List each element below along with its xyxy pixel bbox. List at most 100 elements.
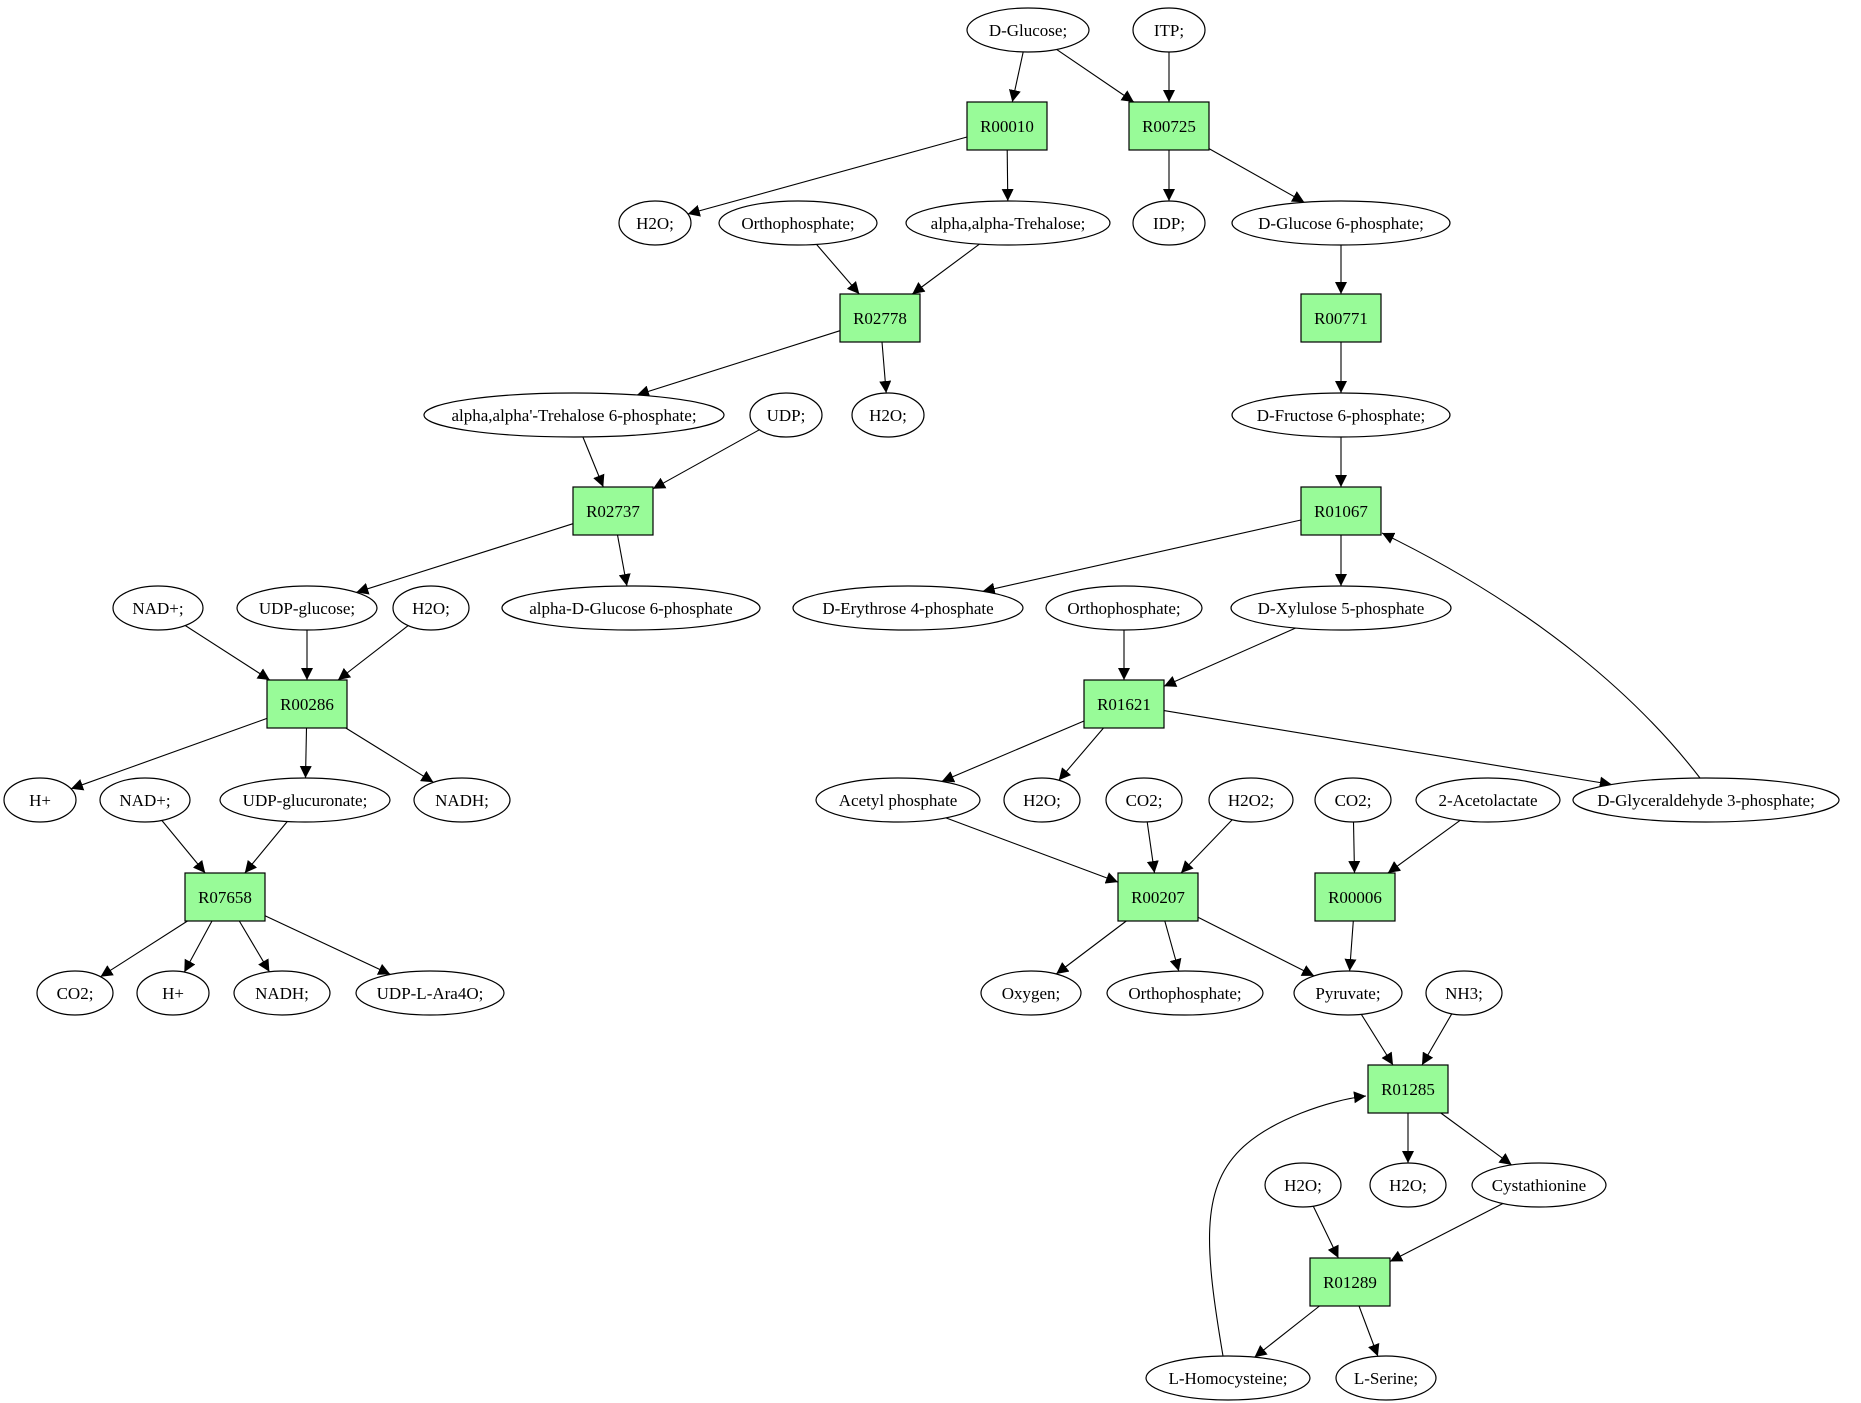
reaction-node-r_R00006[interactable]: R00006 bbox=[1314, 872, 1396, 922]
compound-ellipse bbox=[905, 200, 1111, 246]
compound-node-c_t6p[interactable]: alpha,alpha'-Trehalose 6-phosphate; bbox=[423, 392, 725, 438]
compound-node-c_udpglucuronate[interactable]: UDP-glucuronate; bbox=[219, 777, 391, 823]
compound-ellipse bbox=[618, 200, 692, 246]
edge-r_R07658-to-c_co2_c bbox=[100, 920, 188, 978]
compound-node-c_cystathionine[interactable]: Cystathionine bbox=[1471, 1162, 1607, 1208]
compound-node-c_co2_a[interactable]: CO2; bbox=[1105, 777, 1183, 823]
edge-r_R00010-to-c_trehalose bbox=[1001, 149, 1014, 202]
compound-ellipse bbox=[355, 970, 505, 1016]
edge-c_t6p-to-r_R02737 bbox=[582, 436, 605, 488]
compound-node-c_nadp_b[interactable]: NAD+; bbox=[99, 777, 191, 823]
compound-node-c_co2_b[interactable]: CO2; bbox=[1314, 777, 1392, 823]
compound-node-c_h2o_a[interactable]: H2O; bbox=[618, 200, 692, 246]
compound-node-c_acetylp[interactable]: Acetyl phosphate bbox=[815, 777, 981, 823]
compound-node-c_idp[interactable]: IDP; bbox=[1132, 200, 1206, 246]
reaction-node-r_R00725[interactable]: R00725 bbox=[1128, 101, 1210, 151]
reaction-node-r_R00010[interactable]: R00010 bbox=[966, 101, 1048, 151]
compound-node-c_hplus_b[interactable]: H+ bbox=[136, 970, 210, 1016]
compound-node-c_dglucose[interactable]: D-Glucose; bbox=[966, 7, 1090, 53]
reaction-node-r_R02737[interactable]: R02737 bbox=[572, 486, 654, 536]
edge-r_R00286-to-c_nadh_a bbox=[345, 727, 434, 783]
edge-c_nh3-to-r_R01285 bbox=[1421, 1013, 1453, 1066]
reaction-node-r_R01285[interactable]: R01285 bbox=[1367, 1064, 1449, 1114]
edge-r_R01285-to-c_cystathionine bbox=[1440, 1112, 1512, 1166]
compound-ellipse bbox=[413, 777, 511, 823]
reaction-node-r_R00771[interactable]: R00771 bbox=[1300, 293, 1382, 343]
edge-r_R01067-to-c_e4p bbox=[982, 519, 1302, 595]
compound-node-c_h2o_f[interactable]: H2O; bbox=[1369, 1162, 1447, 1208]
compound-node-c_udpglucose[interactable]: UDP-glucose; bbox=[236, 585, 378, 631]
edge-r_R01621-to-c_acetylp bbox=[941, 720, 1085, 783]
compound-node-c_udpara4o[interactable]: UDP-L-Ara4O; bbox=[355, 970, 505, 1016]
compound-ellipse bbox=[1231, 392, 1451, 438]
compound-node-c_acetolactate[interactable]: 2-Acetolactate bbox=[1415, 777, 1561, 823]
compound-node-c_hplus_a[interactable]: H+ bbox=[3, 777, 77, 823]
node-label: R01285 bbox=[1381, 1080, 1435, 1099]
compound-ellipse bbox=[99, 777, 191, 823]
compound-node-c_h2o_d[interactable]: H2O; bbox=[1003, 777, 1081, 823]
edge-c_gap-to-r_R01067 bbox=[1381, 532, 1701, 779]
compound-node-c_oxygen[interactable]: Oxygen; bbox=[980, 970, 1082, 1016]
compound-node-c_h2o_c[interactable]: H2O; bbox=[392, 585, 470, 631]
compound-node-c_orthophosphate_b[interactable]: Orthophosphate; bbox=[1045, 585, 1203, 631]
compound-node-c_orthophosphate_a[interactable]: Orthophosphate; bbox=[718, 200, 878, 246]
node-label: UDP-glucose; bbox=[259, 599, 355, 618]
compound-node-c_nh3[interactable]: NH3; bbox=[1425, 970, 1503, 1016]
edge-r_R07658-to-c_hplus_b bbox=[183, 920, 213, 973]
edge-r_R02778-to-c_h2o_b bbox=[879, 341, 892, 394]
node-label: NH3; bbox=[1445, 984, 1483, 1003]
compound-ellipse bbox=[815, 777, 981, 823]
reaction-node-r_R02778[interactable]: R02778 bbox=[839, 293, 921, 343]
reaction-node-r_R00207[interactable]: R00207 bbox=[1117, 872, 1199, 922]
reaction-node-r_R01067[interactable]: R01067 bbox=[1300, 486, 1382, 536]
reaction-node-r_R00286[interactable]: R00286 bbox=[266, 679, 348, 729]
compound-node-c_nadh_b[interactable]: NADH; bbox=[233, 970, 331, 1016]
compound-node-c_f6p[interactable]: D-Fructose 6-phosphate; bbox=[1231, 392, 1451, 438]
compound-node-c_itp[interactable]: ITP; bbox=[1132, 7, 1206, 53]
compound-node-c_e4p[interactable]: D-Erythrose 4-phosphate bbox=[792, 585, 1024, 631]
node-label: H2O; bbox=[1389, 1176, 1427, 1195]
edge-c_acetolactate-to-r_R00006 bbox=[1387, 819, 1461, 874]
compound-node-c_adg6p[interactable]: alpha-D-Glucose 6-phosphate bbox=[501, 585, 761, 631]
compound-node-c_nadp_a[interactable]: NAD+; bbox=[112, 585, 204, 631]
node-label: NADH; bbox=[255, 984, 309, 1003]
compound-node-c_homocysteine[interactable]: L-Homocysteine; bbox=[1145, 1355, 1311, 1401]
node-label: R00006 bbox=[1328, 888, 1382, 907]
compound-ellipse bbox=[1471, 1162, 1607, 1208]
edge-r_R01621-to-c_h2o_d bbox=[1058, 727, 1104, 781]
reaction-node-r_R01289[interactable]: R01289 bbox=[1309, 1257, 1391, 1307]
node-label: alpha,alpha-Trehalose; bbox=[931, 214, 1086, 233]
compound-ellipse bbox=[501, 585, 761, 631]
edge-c_nadp_a-to-r_R00286 bbox=[184, 625, 271, 681]
node-label: L-Serine; bbox=[1354, 1369, 1418, 1388]
compound-node-c_x5p[interactable]: D-Xylulose 5-phosphate bbox=[1230, 585, 1452, 631]
compound-ellipse bbox=[392, 585, 470, 631]
compound-ellipse bbox=[966, 7, 1090, 53]
compound-node-c_udp[interactable]: UDP; bbox=[749, 392, 823, 438]
compound-node-c_trehalose[interactable]: alpha,alpha-Trehalose; bbox=[905, 200, 1111, 246]
node-label: H2O2; bbox=[1228, 791, 1274, 810]
compound-node-c_h2o2[interactable]: H2O2; bbox=[1208, 777, 1294, 823]
compound-node-c_pyruvate[interactable]: Pyruvate; bbox=[1293, 970, 1403, 1016]
compound-ellipse bbox=[1369, 1162, 1447, 1208]
reaction-node-r_R07658[interactable]: R07658 bbox=[184, 872, 266, 922]
compound-node-c_gap[interactable]: D-Glyceraldehyde 3-phosphate; bbox=[1572, 777, 1840, 823]
edge-r_R00207-to-c_pyruvate bbox=[1197, 916, 1315, 977]
compound-ellipse bbox=[36, 970, 114, 1016]
compound-node-c_h2o_b[interactable]: H2O; bbox=[851, 392, 925, 438]
compound-node-c_serine[interactable]: L-Serine; bbox=[1335, 1355, 1437, 1401]
compound-node-c_nadh_a[interactable]: NADH; bbox=[413, 777, 511, 823]
compound-node-c_orthophosphate_c[interactable]: Orthophosphate; bbox=[1106, 970, 1264, 1016]
node-label: D-Glucose; bbox=[989, 21, 1067, 40]
compound-node-c_h2o_e[interactable]: H2O; bbox=[1264, 1162, 1342, 1208]
edge-c_x5p-to-r_R01621 bbox=[1163, 627, 1296, 687]
compound-ellipse bbox=[1231, 200, 1451, 246]
reaction-node-r_R01621[interactable]: R01621 bbox=[1083, 679, 1165, 729]
node-label: R01067 bbox=[1314, 502, 1368, 521]
compound-ellipse bbox=[1105, 777, 1183, 823]
node-label: IDP; bbox=[1153, 214, 1185, 233]
edge-r_R07658-to-c_nadh_b bbox=[238, 920, 270, 973]
compound-ellipse bbox=[423, 392, 725, 438]
compound-node-c_g6p[interactable]: D-Glucose 6-phosphate; bbox=[1231, 200, 1451, 246]
compound-node-c_co2_c[interactable]: CO2; bbox=[36, 970, 114, 1016]
